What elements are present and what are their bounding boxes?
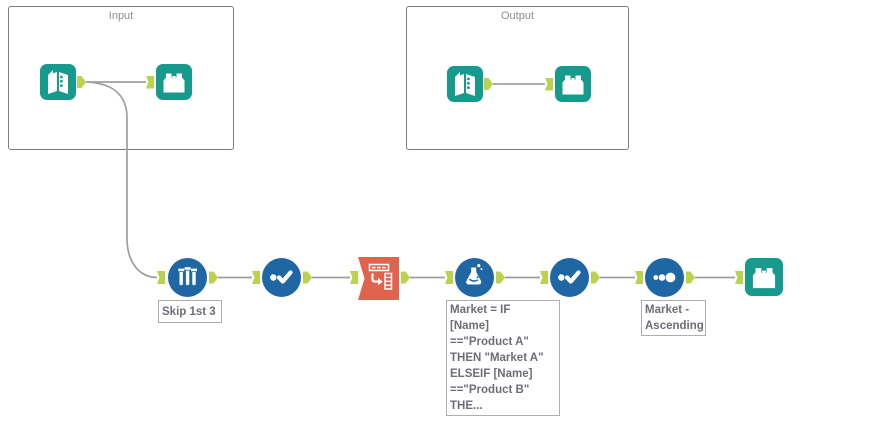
output-anchor[interactable] [401, 271, 410, 284]
input-data-tool[interactable] [40, 64, 76, 100]
container-label: Input [108, 10, 134, 22]
formula-tool[interactable] [455, 258, 494, 297]
growing-dots-icon [653, 272, 676, 283]
input-anchor[interactable] [445, 271, 453, 284]
input-anchor[interactable] [252, 271, 260, 284]
output-anchor[interactable] [77, 76, 86, 88]
output-anchor[interactable] [591, 271, 600, 284]
output-anchor[interactable] [303, 271, 312, 284]
binoculars-icon [562, 75, 584, 95]
binoculars-icon [163, 73, 185, 93]
output-anchor[interactable] [496, 271, 505, 284]
binoculars-icon [752, 268, 776, 289]
tool-container-output[interactable]: Output [406, 6, 629, 150]
book-icon [48, 70, 68, 94]
input-anchor[interactable] [545, 77, 553, 91]
test-tubes-icon [178, 267, 197, 286]
input-anchor[interactable] [146, 75, 154, 89]
input-anchor[interactable] [735, 271, 743, 284]
browse-tool[interactable] [745, 258, 783, 296]
dot-check-icon [558, 270, 581, 284]
input-anchor[interactable] [540, 271, 548, 284]
output-anchor[interactable] [484, 78, 493, 90]
flask-icon [466, 264, 483, 285]
row-to-column-icon [368, 263, 393, 290]
annotation-sort[interactable]: Market - Ascending [641, 300, 706, 336]
input-anchor[interactable] [157, 271, 165, 284]
sample-tool[interactable] [168, 258, 207, 297]
input-anchor[interactable] [350, 271, 358, 284]
browse-tool[interactable] [555, 66, 591, 102]
input-data-tool[interactable] [447, 66, 483, 102]
select-tool[interactable] [550, 258, 589, 297]
book-icon [455, 72, 475, 96]
connection-wire[interactable] [85, 81, 158, 279]
annotation-sample[interactable]: Skip 1st 3 [158, 300, 222, 323]
browse-tool[interactable] [156, 64, 192, 100]
sort-tool[interactable] [645, 258, 684, 297]
container-label: Output [500, 10, 535, 22]
text-to-columns-tool[interactable] [358, 257, 399, 300]
output-anchor[interactable] [686, 271, 695, 284]
dot-check-icon [270, 270, 293, 284]
select-tool[interactable] [262, 258, 301, 297]
output-anchor[interactable] [209, 271, 218, 284]
input-anchor[interactable] [635, 271, 643, 284]
annotation-formula[interactable]: Market = IF [Name] =="Product A" THEN "M… [446, 300, 560, 416]
